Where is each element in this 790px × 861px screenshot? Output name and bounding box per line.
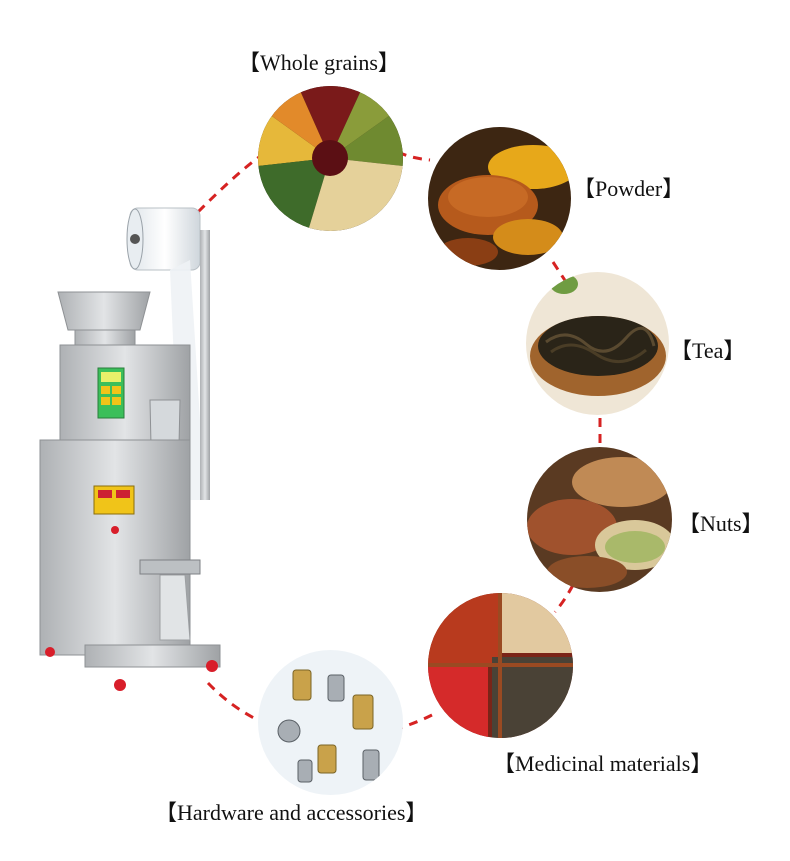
medicinal-materials-image [428, 593, 573, 738]
nuts-image [527, 447, 672, 592]
packing-machine-illustration [39, 207, 221, 691]
whole-grains-image [258, 86, 403, 231]
tea-image [526, 272, 669, 415]
label-tea: 【Tea】 [670, 338, 746, 363]
powder-image [428, 127, 571, 270]
label-medicinal-materials: 【Medicinal materials】 [493, 751, 713, 776]
label-nuts: 【Nuts】 [678, 511, 764, 536]
label-powder: 【Powder】 [573, 176, 685, 201]
hardware-accessories-image [258, 650, 403, 795]
label-hardware-accessories: 【Hardware and accessories】 [155, 800, 428, 825]
label-whole-grains: 【Whole grains】 [238, 50, 400, 75]
